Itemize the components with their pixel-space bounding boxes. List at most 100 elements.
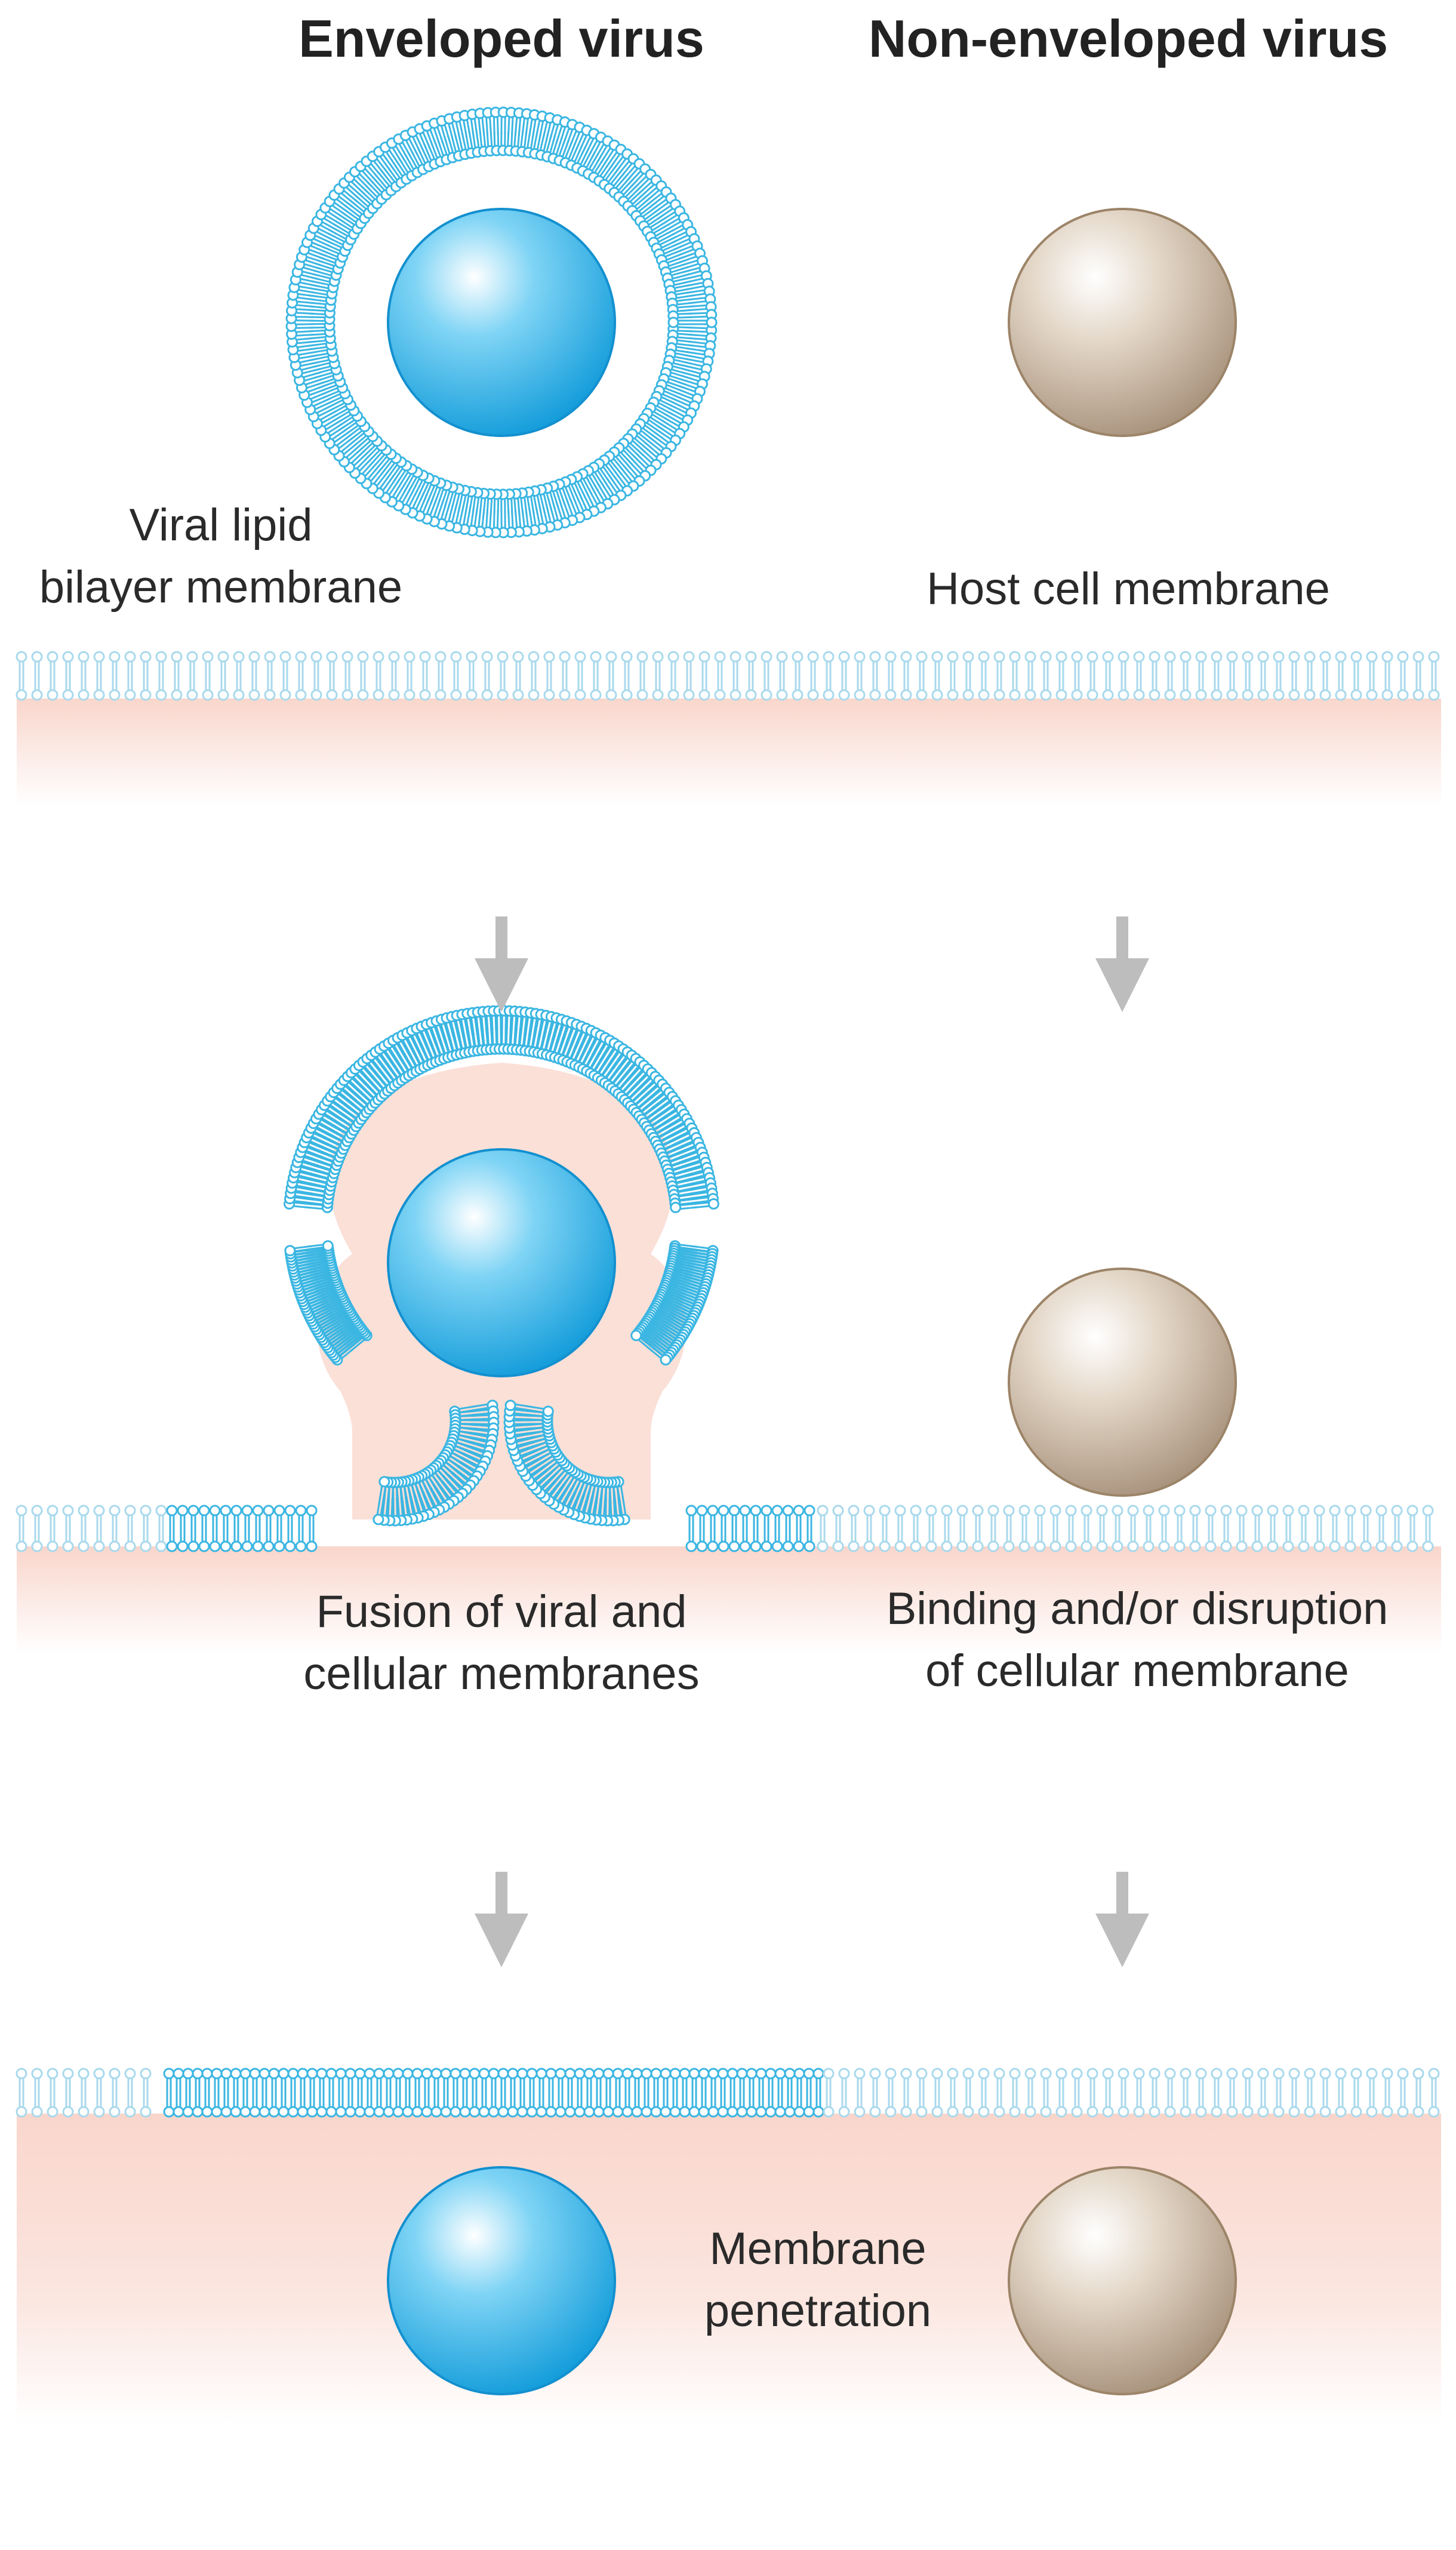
- lipid-molecule: [526, 2089, 538, 2118]
- lipid-molecule: [1397, 2068, 1409, 2096]
- lipid-molecule: [440, 2068, 452, 2096]
- lipid-molecule: [1412, 651, 1424, 679]
- lipid-molecule: [574, 2068, 586, 2096]
- lipid-molecule: [636, 672, 648, 701]
- lipid-molecule: [1313, 1505, 1325, 1532]
- lipid-molecule: [155, 651, 167, 679]
- lipid-molecule: [1375, 1525, 1387, 1552]
- lipid-molecule: [481, 651, 493, 679]
- lipid-molecule: [1391, 1525, 1403, 1552]
- lipid-molecule: [525, 1405, 554, 1417]
- lipid-molecule: [916, 651, 928, 679]
- lipid-molecule: [62, 1525, 74, 1552]
- lipid-molecule: [590, 672, 602, 701]
- lipid-molecule: [1257, 651, 1269, 679]
- lipid-molecule: [310, 651, 322, 679]
- lipid-molecule: [978, 672, 990, 701]
- lipid-molecule: [273, 1505, 285, 1532]
- lipid-molecule: [900, 2089, 912, 2118]
- lipid-molecule: [1164, 2089, 1176, 2118]
- lipid-molecule: [1397, 672, 1409, 701]
- lipid-molecule: [683, 672, 695, 701]
- lipid-molecule: [507, 2089, 519, 2118]
- lipid-molecule: [163, 2068, 175, 2096]
- lipid-molecule: [728, 1505, 740, 1532]
- lipid-molecule: [727, 2089, 738, 2118]
- lipid-molecule: [685, 1505, 697, 1532]
- lipid-molecule: [1055, 2089, 1067, 2118]
- lipid-molecule: [295, 672, 307, 701]
- lipid-molecule: [812, 2089, 824, 2118]
- lipid-molecule: [337, 410, 364, 431]
- lipid-molecule: [297, 2089, 309, 2118]
- lipid-molecule: [140, 1505, 152, 1532]
- lipid-molecule: [1344, 1505, 1356, 1532]
- lipid-molecule: [78, 1525, 90, 1552]
- lipid-molecule: [478, 2068, 490, 2096]
- enveloped-capsid-1: [387, 208, 616, 437]
- lipid-molecule: [707, 1505, 719, 1532]
- lipid-molecule: [459, 2089, 471, 2118]
- lipid-molecule: [559, 672, 571, 701]
- lipid-molecule: [1360, 1505, 1372, 1532]
- lipid-molecule: [1282, 1525, 1294, 1552]
- lipid-molecule: [590, 651, 602, 679]
- lipid-molecule: [220, 1505, 232, 1532]
- host-membrane-1: [16, 651, 1440, 701]
- lipid-molecule: [1158, 1525, 1170, 1552]
- non-enveloped-capsid-2: [1008, 1268, 1237, 1497]
- lipid-molecule: [638, 211, 664, 232]
- lipid-molecule: [383, 2089, 395, 2118]
- lipid-molecule: [869, 2068, 881, 2096]
- lipid-molecule: [761, 651, 772, 679]
- lipid-molecule: [16, 2089, 27, 2118]
- lipid-molecule: [854, 651, 866, 679]
- lipid-molecule: [198, 1525, 210, 1552]
- lipid-molecule: [258, 2089, 270, 2118]
- lipid-molecule: [621, 672, 633, 701]
- lipid-molecule: [287, 2089, 299, 2118]
- lipid-molecule: [925, 1525, 937, 1552]
- lipid-molecule: [109, 1525, 121, 1552]
- lipid-molecule: [885, 2089, 897, 2118]
- lipid-molecule: [593, 2068, 605, 2096]
- lipid-molecule: [1428, 651, 1440, 679]
- lipid-molecule: [1288, 651, 1300, 679]
- lipid-molecule: [667, 316, 696, 328]
- lipid-molecule: [78, 672, 90, 701]
- lipid-molecule: [411, 2068, 423, 2096]
- label-penetration-line2: penetration: [704, 2286, 932, 2336]
- lipid-molecule: [263, 1525, 275, 1552]
- lipid-molecule: [166, 1525, 178, 1552]
- lipid-molecule: [696, 1505, 708, 1532]
- down-arrow-icon: [1095, 916, 1149, 1012]
- lipid-molecule: [1149, 651, 1161, 679]
- lipid-molecule: [1143, 1505, 1155, 1532]
- lipid-molecule: [1211, 2068, 1223, 2096]
- lipid-molecule: [1366, 672, 1378, 701]
- lipid-molecule: [679, 2089, 691, 2118]
- lipid-molecule: [252, 1505, 264, 1532]
- lipid-molecule: [947, 672, 959, 701]
- lipid-molecule: [652, 672, 664, 701]
- lipid-molecule: [804, 1505, 815, 1532]
- label-fusion: Fusion of viral and cellular membranes: [227, 1581, 776, 1705]
- lipid-molecule: [688, 2089, 700, 2118]
- lipid-molecule: [1049, 1505, 1061, 1532]
- lipid-molecule: [941, 1525, 953, 1552]
- lipid-molecule: [341, 651, 353, 679]
- lipid-molecule: [140, 2068, 152, 2096]
- lipid-molecule: [192, 2089, 204, 2118]
- lipid-molecule: [750, 1505, 762, 1532]
- lipid-molecule: [419, 651, 431, 679]
- lipid-molecule: [217, 651, 229, 679]
- lipid-molecule: [774, 2089, 786, 2118]
- lipid-molecule: [956, 1525, 968, 1552]
- lipid-molecule: [793, 2068, 805, 2096]
- lipid-molecule: [660, 2089, 672, 2118]
- lipid-molecule: [1003, 1525, 1015, 1552]
- lipid-molecule: [258, 2068, 270, 2096]
- lipid-molecule: [1096, 1525, 1108, 1552]
- lipid-molecule: [869, 672, 881, 701]
